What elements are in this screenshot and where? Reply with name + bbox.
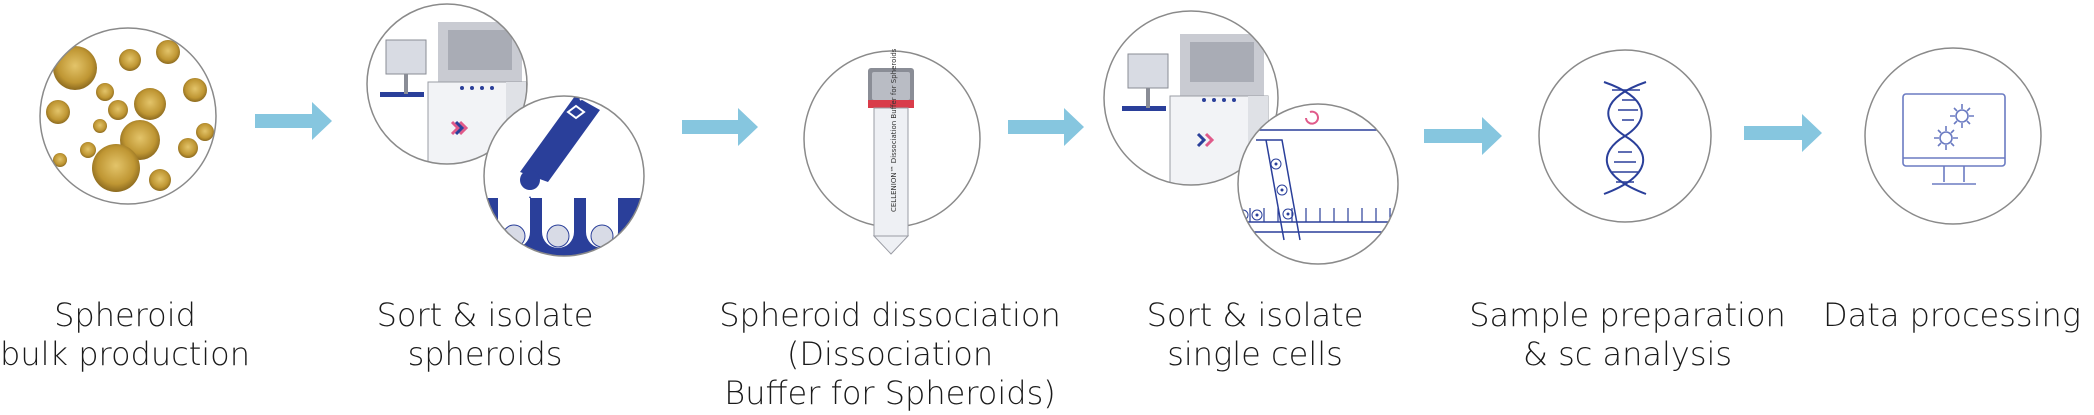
arrow-icon	[682, 108, 758, 146]
step-5-label-line: Sample preparation	[1469, 296, 1786, 334]
step-1-label-line: Spheroid	[54, 296, 196, 334]
monitor-gears-icon	[1902, 93, 2006, 185]
step-1-label: Spheroid bulk production	[0, 296, 250, 374]
step-4-label-line: Sort & isolate	[1146, 296, 1364, 334]
step-2-label-line: Sort & isolate	[376, 296, 594, 334]
step-3-label-line: Buffer for Spheroids)	[724, 374, 1056, 412]
step-3-label-line: Spheroid dissociation	[719, 296, 1061, 334]
step-6-label-line: Data processing	[1823, 296, 2081, 334]
dna-icon	[1603, 81, 1647, 195]
pipette-wells-icon	[484, 96, 644, 256]
step-1-label-line: bulk production	[0, 335, 251, 373]
arrow-icon	[1008, 108, 1084, 146]
spheroid-culture-icon	[40, 28, 216, 204]
single-cell-dispenser-icon	[1238, 104, 1398, 264]
step-2-label-line: spheroids	[407, 335, 563, 373]
step-4-label: Sort & isolate single cells	[1130, 296, 1380, 374]
step-5-label-line: & sc analysis	[1522, 335, 1733, 373]
tube-label: CELLENION™ Dissociation Buffer for Spher…	[890, 48, 898, 212]
arrow-icon	[1424, 117, 1502, 155]
step-6-label: Data processing	[1810, 296, 2094, 335]
step-2-label: Sort & isolate spheroids	[350, 296, 620, 374]
arrow-icon	[255, 102, 332, 140]
arrow-icon	[1744, 114, 1822, 152]
step-4-label-line: single cells	[1167, 335, 1343, 373]
step-3-label-line: (Dissociation	[786, 335, 994, 373]
step-5-label: Sample preparation & sc analysis	[1455, 296, 1800, 374]
buffer-tube-icon: CELLENION™ Dissociation Buffer for Spher…	[868, 48, 914, 255]
step-3-label: Spheroid dissociation (Dissociation Buff…	[700, 296, 1080, 413]
